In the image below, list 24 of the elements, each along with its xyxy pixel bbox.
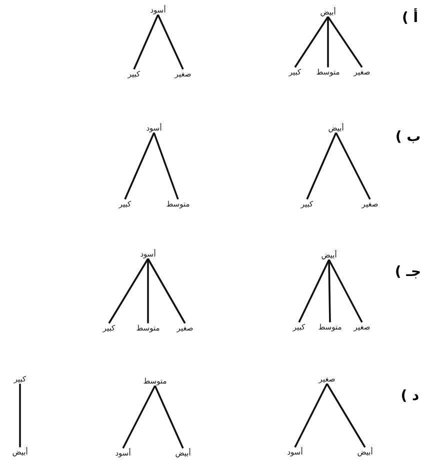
branch-line bbox=[19, 384, 21, 448]
branch-line bbox=[306, 132, 337, 200]
branch-line bbox=[335, 132, 371, 200]
branch-line bbox=[327, 16, 363, 68]
branch-line bbox=[153, 132, 179, 200]
branch-line bbox=[154, 385, 184, 449]
branch-line bbox=[294, 383, 328, 448]
option-letter: أ ) bbox=[402, 10, 418, 26]
branch-line bbox=[133, 14, 159, 70]
branch-line bbox=[108, 258, 149, 324]
branch-line bbox=[122, 385, 156, 449]
branch-line bbox=[294, 16, 329, 68]
branch-line bbox=[298, 259, 330, 323]
branch-line bbox=[124, 132, 155, 200]
branch-line bbox=[327, 16, 329, 68]
option-letter: جـ ) bbox=[394, 264, 422, 280]
branch-line bbox=[147, 258, 149, 324]
branch-line bbox=[328, 260, 331, 322]
branch-line bbox=[147, 258, 186, 324]
branch-line bbox=[328, 259, 363, 323]
branch-line bbox=[326, 383, 366, 448]
option-letter: ب ) bbox=[395, 129, 421, 145]
branch-line bbox=[157, 14, 184, 70]
option-letter: د ) bbox=[400, 388, 420, 404]
